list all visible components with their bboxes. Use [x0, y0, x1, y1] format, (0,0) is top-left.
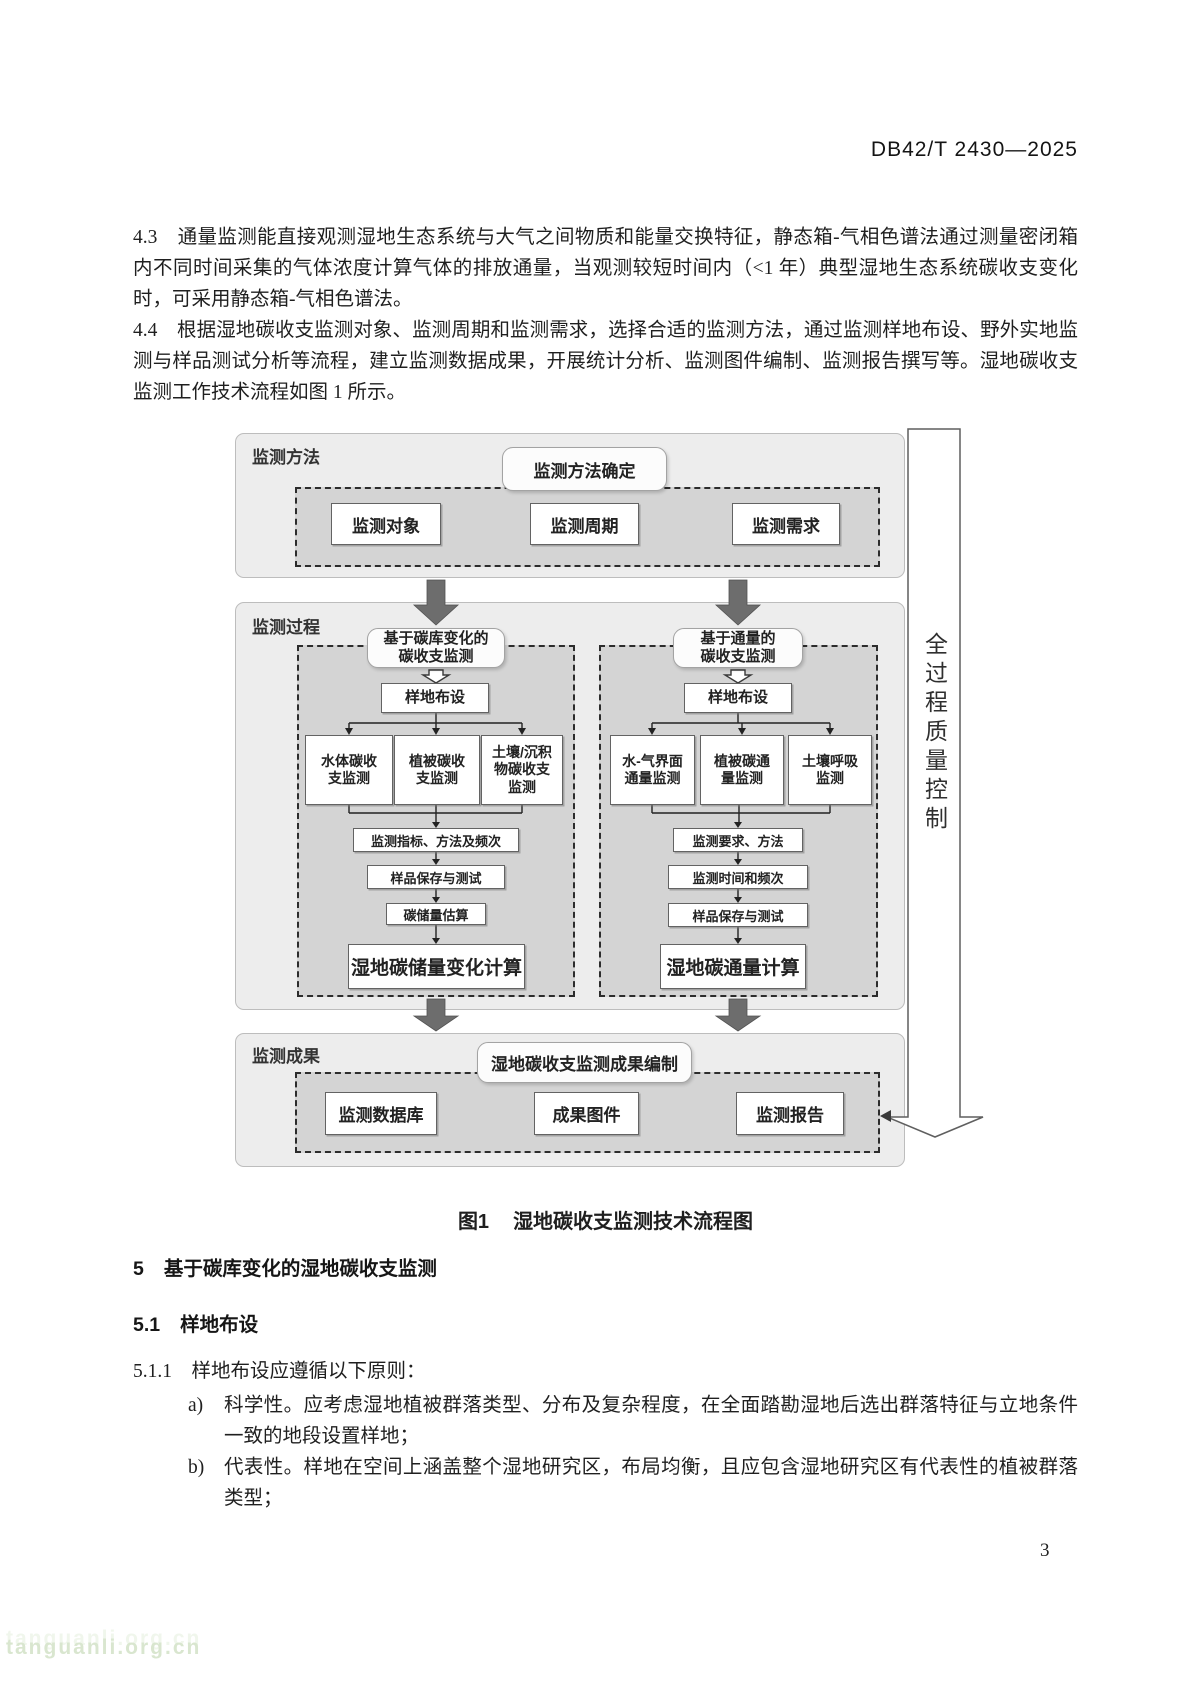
list-item-text: 代表性。样地在空间上涵盖整个湿地研究区，布局均衡，且应包含湿地研究区有代表性的植…	[224, 1457, 1078, 1509]
clause-4-4: 4.4 根据湿地碳收支监测对象、监测周期和监测需求，选择合适的监测方法，通过监测…	[133, 320, 1078, 403]
figure-caption: 图1 湿地碳收支监测技术流程图	[133, 1205, 1078, 1234]
down-arrow-icon	[714, 998, 762, 1032]
down-arrow-icon	[412, 579, 460, 626]
results-panel-label: 监测成果	[252, 1047, 320, 1066]
flux-final-node: 湿地碳通量计算	[660, 944, 806, 989]
chevron-down-icon	[722, 669, 754, 684]
soil-respiration-node: 土壤呼吸 监测	[788, 735, 872, 805]
monitor-database-node: 监测数据库	[325, 1092, 437, 1135]
stock-step-indicators-node: 监测指标、方法及频次	[353, 828, 519, 852]
stock-plot-layout-node: 样地布设	[381, 683, 489, 713]
monitor-demand-node: 监测需求	[732, 503, 840, 545]
right-branch-arrowheads	[648, 728, 834, 944]
chevron-down-icon	[420, 669, 452, 684]
left-arrow-icon	[880, 1110, 891, 1122]
list-item: a) 科学性。应考虑湿地植被群落类型、分布及复杂程度，在全面踏勘湿地后选出群落特…	[133, 1390, 1078, 1452]
quality-control-arrow	[886, 428, 984, 1138]
result-maps-node: 成果图件	[534, 1092, 639, 1135]
down-arrow-icon	[412, 998, 460, 1032]
chevron-down-icons	[420, 669, 754, 684]
flux-plot-layout-node: 样地布设	[684, 683, 792, 713]
figure-1-flowchart: 监测方法 监测过程 监测成果 监测方法确定 监测对象 监测周期 监测需求 基于碳…	[222, 425, 992, 1173]
flux-step-requirements-node: 监测要求、方法	[673, 828, 803, 852]
left-branch-lines	[348, 713, 523, 938]
body-text: 4.3 通量监测能直接观测湿地生态系统与大气之间物质和能量交换特征，静态箱-气相…	[133, 222, 1078, 408]
vegetation-carbon-node: 植被碳收 支监测	[394, 735, 480, 805]
stock-step-estimate-node: 碳储量估算	[386, 903, 486, 925]
heading-5-number: 5	[133, 1258, 144, 1280]
flow-connectors	[345, 428, 984, 1138]
list-item-marker: a)	[188, 1395, 204, 1416]
quality-control-label: 全过程质量控制	[921, 631, 948, 835]
clause-4-3: 4.3 通量监测能直接观测湿地生态系统与大气之间物质和能量交换特征，静态箱-气相…	[133, 227, 1078, 310]
list-item-text: 科学性。应考虑湿地植被群落类型、分布及复杂程度，在全面踏勘湿地后选出群落特征与立…	[224, 1395, 1078, 1447]
clause-5-1-1: 5.1.1 样地布设应遵循以下原则：	[133, 1361, 426, 1382]
doc-code: DB42/T 2430—2025	[870, 138, 1078, 161]
flux-branch-title: 基于通量的 碳收支监测	[673, 628, 803, 668]
soil-sediment-carbon-node: 土壤/沉积 物碳收支 监测	[481, 735, 563, 805]
page-number: 3	[1040, 1540, 1050, 1561]
determine-method-node: 监测方法确定	[502, 447, 667, 491]
flux-step-sample-node: 样品保存与测试	[668, 903, 808, 927]
flux-step-time-node: 监测时间和频次	[668, 865, 808, 889]
water-air-flux-node: 水-气界面 通量监测	[610, 735, 695, 805]
section-arrow-icons	[412, 579, 762, 1032]
results-compile-node: 湿地碳收支监测成果编制	[477, 1042, 692, 1083]
principles-list: a) 科学性。应考虑湿地植被群落类型、分布及复杂程度，在全面踏勘湿地后选出群落特…	[133, 1390, 1078, 1514]
stock-branch-title: 基于碳库变化的 碳收支监测	[367, 628, 505, 668]
down-arrow-icon	[714, 579, 762, 626]
figure-caption-title: 湿地碳收支监测技术流程图	[513, 1211, 754, 1233]
heading-5-title: 基于碳库变化的湿地碳收支监测	[163, 1258, 437, 1280]
vegetation-flux-node: 植被碳通 量监测	[700, 735, 784, 805]
stock-step-sample-node: 样品保存与测试	[367, 865, 505, 889]
watermark: tanguanli.org.cn	[6, 1636, 202, 1659]
list-item-marker: b)	[188, 1457, 205, 1478]
list-item: b) 代表性。样地在空间上涵盖整个湿地研究区，布局均衡，且应包含湿地研究区有代表…	[133, 1452, 1078, 1514]
stock-final-node: 湿地碳储量变化计算	[348, 944, 525, 989]
heading-5-1-title: 样地布设	[180, 1314, 259, 1336]
monitor-cycle-node: 监测周期	[530, 503, 639, 545]
heading-5: 5 基于碳库变化的湿地碳收支监测	[133, 1252, 437, 1281]
figure-caption-label: 图1	[457, 1211, 490, 1233]
monitor-object-node: 监测对象	[331, 503, 441, 545]
methods-panel-label: 监测方法	[252, 448, 320, 467]
right-branch-lines	[651, 713, 831, 938]
heading-5-1: 5.1 样地布设	[133, 1308, 258, 1337]
water-carbon-node: 水体碳收 支监测	[305, 735, 393, 805]
monitor-report-node: 监测报告	[736, 1092, 844, 1135]
process-panel-label: 监测过程	[252, 618, 320, 637]
left-branch-arrowheads	[345, 728, 526, 944]
heading-5-1-number: 5.1	[133, 1314, 161, 1336]
